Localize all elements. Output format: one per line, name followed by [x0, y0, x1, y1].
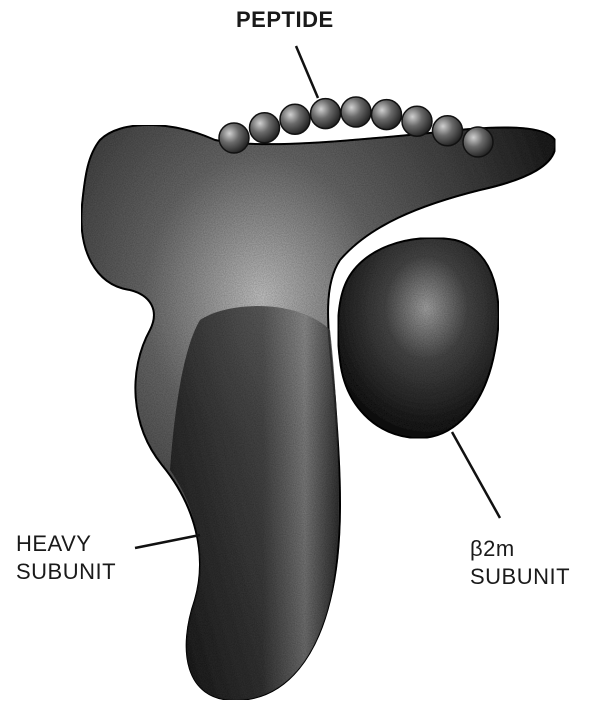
peptide-bead	[372, 100, 402, 130]
heavy-leader-line	[135, 535, 200, 548]
peptide-bead	[311, 99, 341, 129]
peptide-bead	[280, 104, 310, 134]
peptide-bead	[341, 97, 371, 127]
peptide-label: PEPTIDE	[236, 6, 334, 34]
peptide-leader-line	[296, 46, 318, 98]
heavy-subunit-label: HEAVY SUBUNIT	[16, 530, 116, 586]
peptide-bead	[463, 127, 493, 157]
peptide-bead	[433, 116, 463, 146]
peptide-label-text: PEPTIDE	[236, 6, 334, 34]
b2m-subunit-shape	[338, 238, 499, 438]
peptide-bead	[219, 123, 249, 153]
b2m-subunit-label-line1: β2m	[470, 535, 570, 563]
b2m-subunit-label: β2m SUBUNIT	[470, 535, 570, 591]
peptide-bead	[250, 113, 280, 143]
heavy-subunit-label-line2: SUBUNIT	[16, 558, 116, 586]
heavy-subunit-shape	[81, 125, 555, 700]
heavy-subunit-label-line1: HEAVY	[16, 530, 116, 558]
b2m-subunit-body	[338, 238, 499, 438]
b2m-subunit-label-line2: SUBUNIT	[470, 563, 570, 591]
heavy-subunit-stem-shade	[170, 306, 339, 700]
peptide-bead	[402, 106, 432, 136]
b2m-leader-line	[452, 432, 500, 518]
